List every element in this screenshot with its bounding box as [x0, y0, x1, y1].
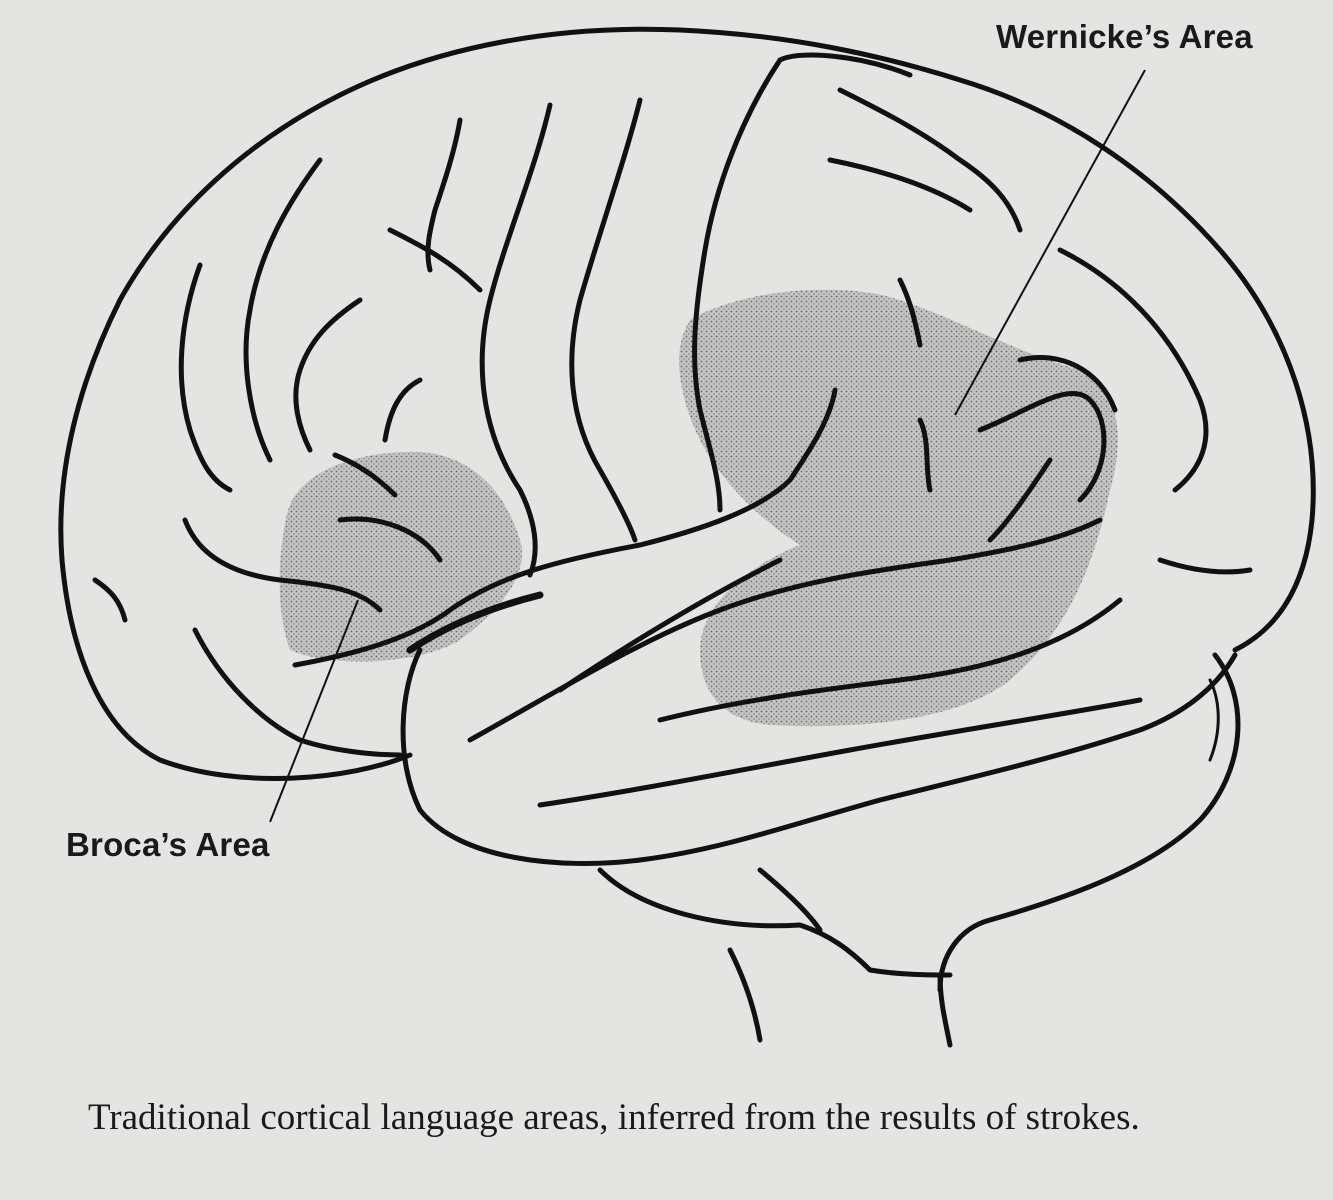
sylvian-fissure	[292, 387, 838, 668]
broca-leader-line	[269, 599, 359, 823]
central-sulcus	[569, 97, 643, 543]
figure-caption: Traditional cortical language areas, inf…	[88, 1097, 1140, 1138]
cerebellum-outline	[937, 652, 1241, 993]
broca-area-region	[279, 451, 522, 662]
wernicke-area-label: Wernicke’s Area	[996, 18, 1253, 55]
brain-outline	[58, 26, 1316, 781]
wernicke-leader-line	[954, 69, 1146, 416]
brainstem-outline	[597, 867, 953, 978]
wernicke-area-region	[679, 289, 1118, 727]
temporal-lobe-outline	[400, 647, 1238, 866]
broca-area-label: Broca’s Area	[66, 826, 270, 863]
